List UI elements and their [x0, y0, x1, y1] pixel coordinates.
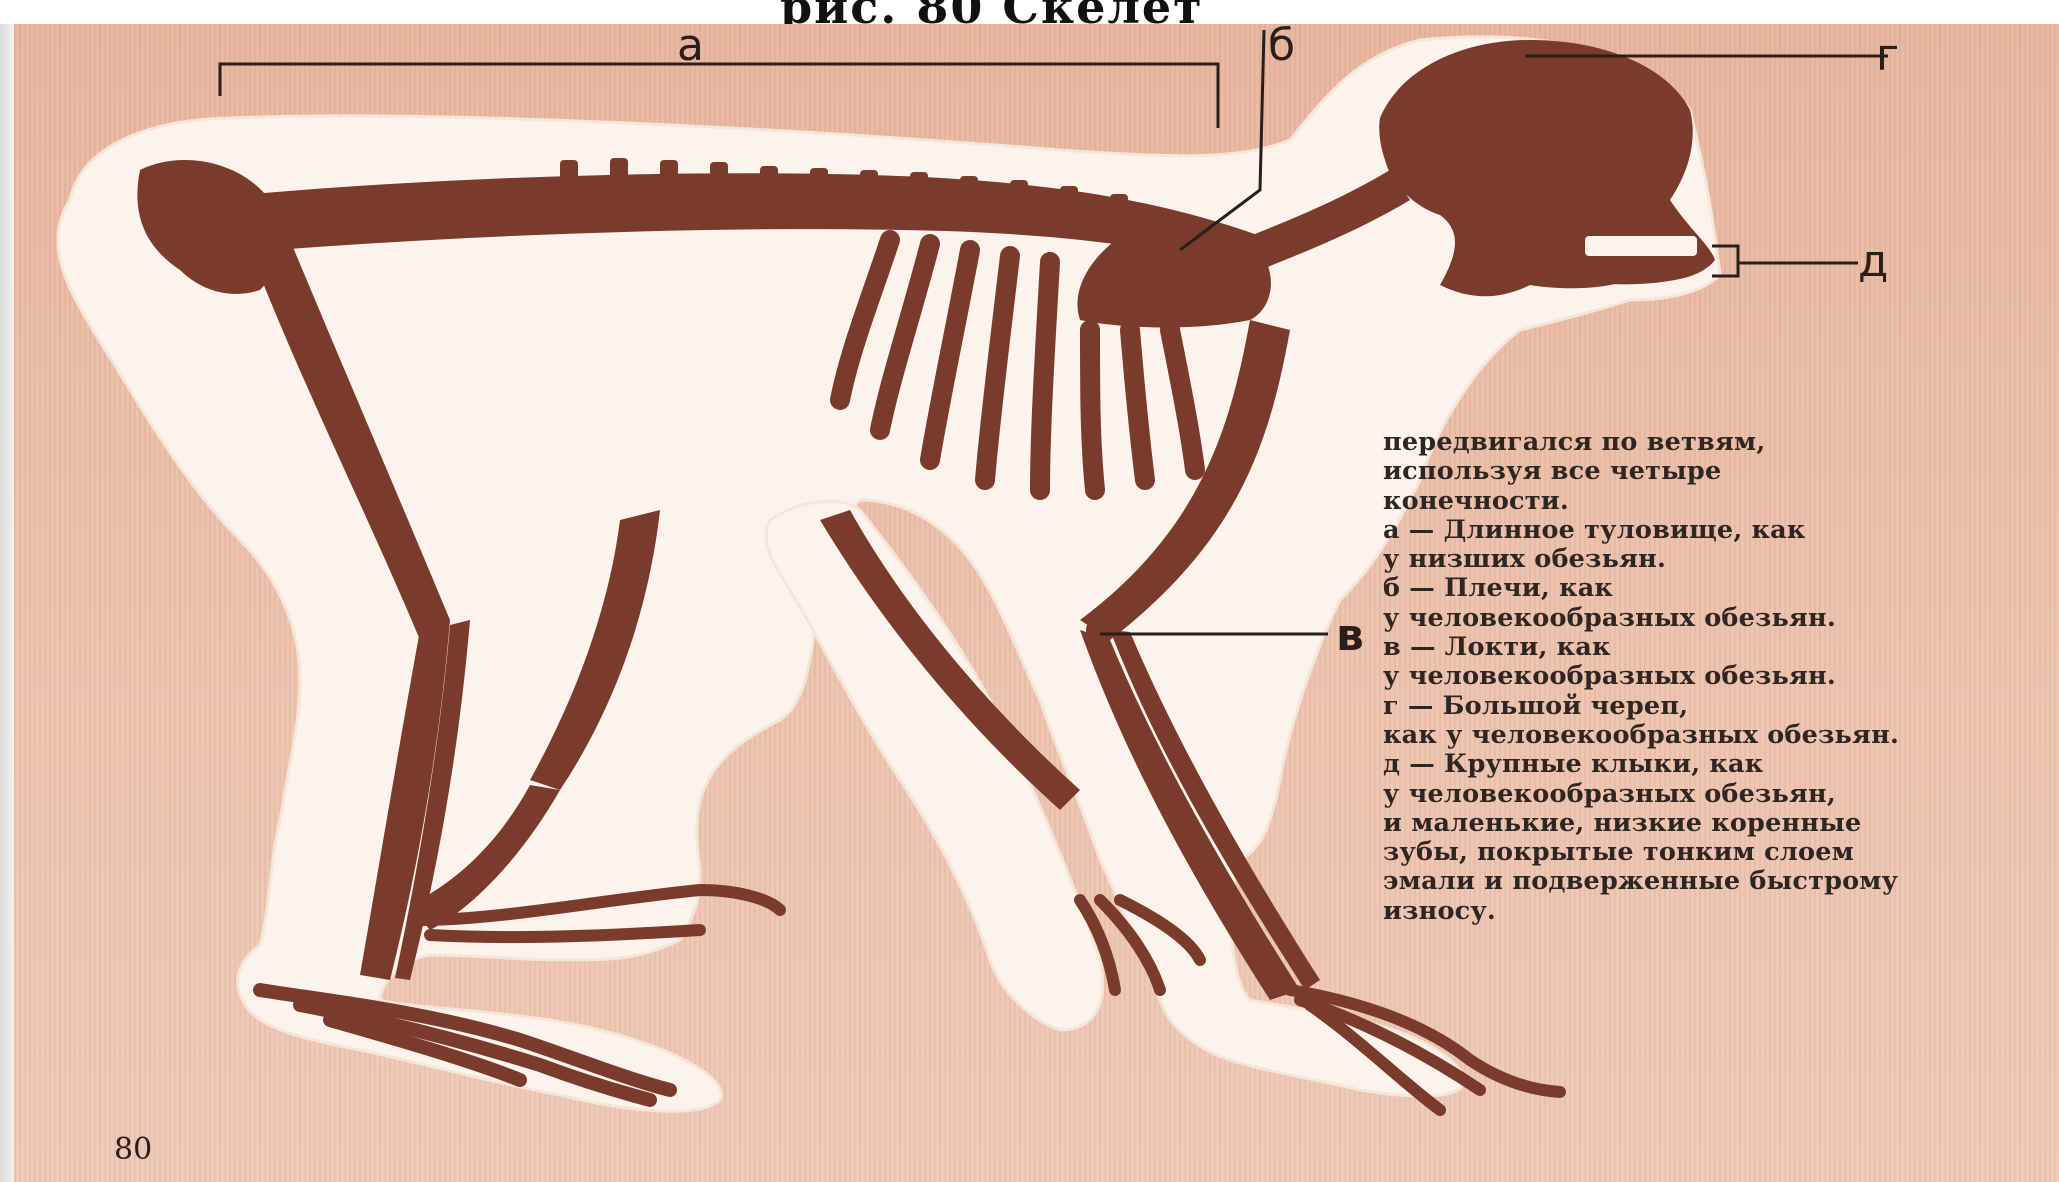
bracket-d — [1712, 246, 1858, 276]
caption-line: у человекообразных обезьян, — [1383, 780, 2023, 809]
elbow-joint — [1086, 616, 1114, 644]
caption-line: у человекообразных обезьян. — [1383, 604, 2023, 633]
caption-line: износу. — [1383, 897, 2023, 926]
caption-line: д — Крупные клыки, как — [1383, 750, 2023, 779]
caption-line: конечности. — [1383, 487, 2023, 516]
page-number: 80 — [114, 1132, 152, 1167]
caption-line: у низших обезьян. — [1383, 545, 2023, 574]
caption-line: у человекообразных обезьян. — [1383, 662, 2023, 691]
caption-line: передвигался по ветвям, — [1383, 428, 2023, 457]
label-d: д — [1858, 240, 1888, 284]
teeth-row — [1585, 236, 1697, 256]
caption-line: в — Локти, как — [1383, 633, 2023, 662]
label-v: в — [1336, 614, 1364, 658]
caption-line: г — Большой череп, — [1383, 692, 2023, 721]
label-b: б — [1268, 24, 1295, 68]
caption-line: эмали и подверженные быстрому — [1383, 867, 2023, 896]
label-a: а — [677, 24, 704, 68]
caption-text: передвигался по ветвям, используя все че… — [1383, 428, 2023, 926]
caption-line: и маленькие, низкие коренные — [1383, 809, 2023, 838]
caption-line: а — Длинное туловище, как — [1383, 516, 2023, 545]
caption-line: зубы, покрытые тонким слоем — [1383, 838, 2023, 867]
label-g: г — [1876, 34, 1899, 78]
caption-line: б — Плечи, как — [1383, 574, 2023, 603]
caption-line: используя все четыре — [1383, 457, 2023, 486]
caption-line: как у человекообразных обезьян. — [1383, 721, 2023, 750]
